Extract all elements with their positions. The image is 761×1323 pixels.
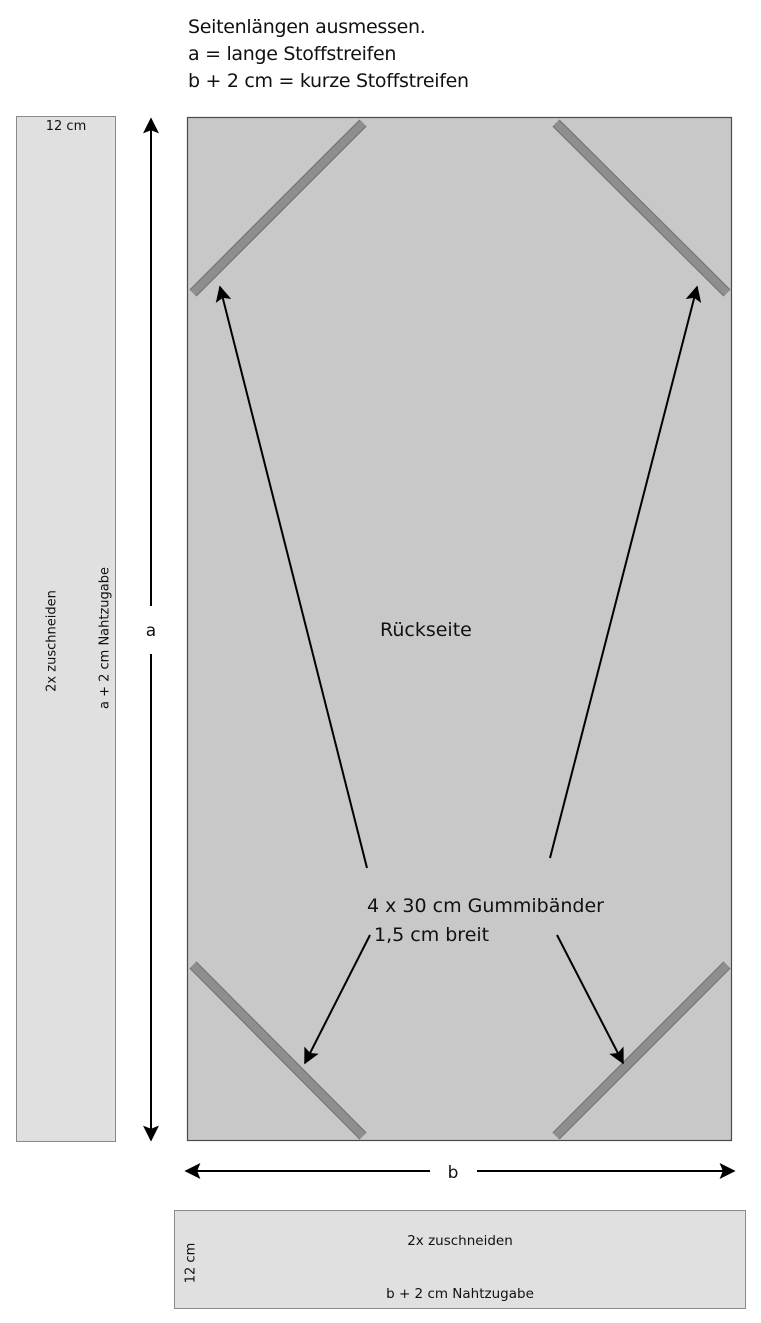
dimension-a-label: a (146, 621, 156, 641)
pointer-arrow-top-left (215, 285, 368, 869)
back-panel-label: Rückseite (380, 619, 472, 641)
short-strip-length-label: b + 2 cm Nahtzugabe (386, 1286, 534, 1302)
instruction-line-1: Seitenlängen ausmessen. (188, 16, 426, 38)
elastic-label-line-1: 4 x 30 cm Gummibänder (367, 895, 604, 917)
elastic-band-bottom-left-fill (190, 962, 366, 1139)
elastic-label-line-2: 1,5 cm breit (374, 924, 489, 946)
instruction-line-2: a = lange Stoffstreifen (188, 43, 397, 65)
elastic-band-top-right-fill (553, 120, 730, 296)
pointer-arrow-top-right (549, 285, 702, 859)
pointer-arrow-bottom-right (556, 934, 624, 1065)
instruction-line-3: b + 2 cm = kurze Stoffstreifen (188, 70, 469, 92)
long-fabric-strip: 12 cm 2x zuschneiden a + 2 cm Nahtzugabe (16, 116, 116, 1142)
short-strip-cut-label: 2x zuschneiden (407, 1233, 513, 1249)
instructions-text: Seitenlängen ausmessen. a = lange Stoffs… (188, 14, 469, 95)
pointer-arrow-bottom-left (304, 934, 371, 1065)
long-strip-width-label: 12 cm (45, 119, 87, 134)
dimension-b-label: b (448, 1163, 459, 1183)
elastic-band-top-left-fill (190, 120, 366, 296)
elastic-band-bottom-right-fill (553, 962, 730, 1139)
back-panel (186, 116, 733, 1142)
short-fabric-strip: 12 cm 2x zuschneiden b + 2 cm Nahtzugabe (174, 1210, 746, 1309)
